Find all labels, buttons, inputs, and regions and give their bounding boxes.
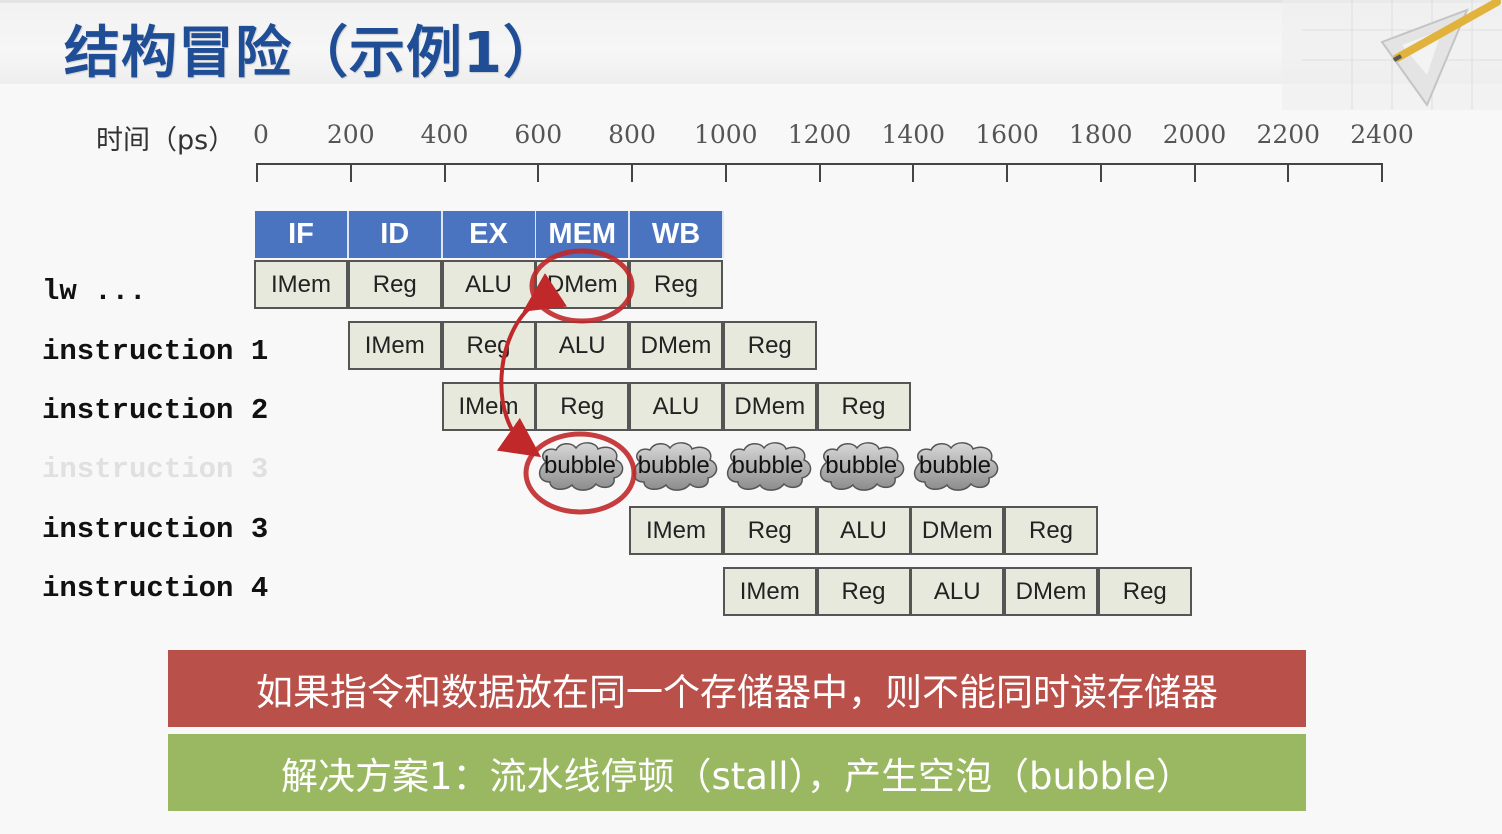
header-band — [0, 0, 1502, 84]
bubble-cloud: bubble — [626, 440, 722, 492]
tick-label: 200 — [326, 120, 375, 149]
tick-label: 1800 — [1068, 120, 1133, 149]
tick-label: 0 — [253, 120, 269, 149]
pipeline-cell: Reg — [722, 321, 817, 370]
pipeline-cell: DMem — [629, 321, 723, 370]
tick-label: 1600 — [975, 120, 1039, 149]
stage-header: ID — [348, 211, 443, 258]
tick-mark — [349, 163, 352, 182]
tick-label: 1000 — [693, 120, 758, 149]
row-label-stalled: instruction 3 — [42, 453, 269, 486]
tick-label: 2400 — [1350, 120, 1414, 149]
pipeline-cell: Reg — [1097, 567, 1192, 616]
pipeline-cell: Reg — [441, 321, 536, 370]
row-label: instruction 3 — [42, 513, 269, 546]
pipeline-cell: DMem — [910, 506, 1005, 555]
pipeline-cell: Reg — [1004, 506, 1098, 555]
pipeline-cell: IMem — [629, 506, 723, 555]
row-label: instruction 4 — [42, 572, 269, 605]
stage-header: IF — [255, 211, 349, 258]
bubble-cloud: bubble — [813, 440, 909, 492]
pipeline-cell: ALU — [910, 567, 1005, 616]
pipeline-cell: DMem — [722, 382, 817, 431]
bubble-cloud: bubble — [532, 440, 628, 492]
tick-label: 1400 — [881, 120, 946, 149]
pipeline-cell: IMem — [347, 321, 442, 370]
pipeline-cell: ALU — [629, 382, 723, 431]
tick-mark — [1287, 163, 1290, 182]
pipeline-cell: ALU — [535, 321, 630, 370]
pipeline-cell: IMem — [254, 260, 348, 309]
tick-mark — [631, 163, 633, 182]
pipeline-cell: IMem — [441, 382, 536, 431]
pipeline-cell: IMem — [722, 567, 817, 616]
row-label: lw ... — [42, 275, 147, 308]
tick-label: 2200 — [1256, 120, 1321, 149]
drafting-tools-icon — [1282, 0, 1502, 110]
pipeline-cell: DMem — [535, 260, 630, 309]
stage-header: MEM — [536, 211, 631, 258]
stage-header: EX — [442, 211, 537, 258]
bubble-label: bubble — [825, 452, 898, 479]
pipeline-cell: Reg — [629, 260, 723, 309]
axis-label: 时间（ps） — [96, 125, 236, 156]
tick-mark — [443, 163, 446, 182]
page-title: 结构冒险（示例1） — [64, 21, 560, 86]
tick-mark — [1381, 163, 1383, 182]
tick-label: 600 — [514, 120, 563, 149]
tick-mark — [1006, 163, 1008, 182]
solution-banner: 解决方案1：流水线停顿（stall），产生空泡（bubble） — [168, 734, 1306, 811]
pipeline-cell: Reg — [816, 567, 911, 616]
tick-label: 2000 — [1162, 120, 1227, 149]
pipeline-cell: ALU — [816, 506, 911, 555]
tick-mark — [1099, 163, 1102, 182]
pipeline-cell: DMem — [1004, 567, 1098, 616]
bubble-label: bubble — [637, 452, 710, 479]
tick-mark — [724, 163, 727, 182]
problem-banner: 如果指令和数据放在同一个存储器中，则不能同时读存储器 — [168, 650, 1306, 727]
stage-header: WB — [630, 211, 724, 258]
tick-mark — [1193, 163, 1196, 182]
bubble-cloud: bubble — [720, 440, 816, 492]
bubble-label: bubble — [543, 452, 617, 479]
row-label: instruction 1 — [42, 335, 269, 368]
pipeline-cell: Reg — [722, 506, 817, 555]
row-label: instruction 2 — [42, 394, 269, 427]
tick-label: 400 — [420, 120, 469, 149]
tick-mark — [818, 163, 821, 182]
pipeline-cell: Reg — [347, 260, 442, 309]
tick-label: 1200 — [787, 120, 852, 149]
pipeline-cell: ALU — [441, 260, 536, 309]
bubble-cloud: bubble — [907, 440, 1003, 492]
tick-mark — [256, 163, 258, 182]
tick-mark — [912, 163, 915, 182]
bubble-label: bubble — [918, 452, 992, 479]
pipeline-cell: Reg — [816, 382, 911, 431]
tick-label: 800 — [608, 120, 656, 149]
pipeline-cell: Reg — [535, 382, 630, 431]
tick-mark — [537, 163, 540, 182]
bubble-label: bubble — [731, 452, 804, 479]
